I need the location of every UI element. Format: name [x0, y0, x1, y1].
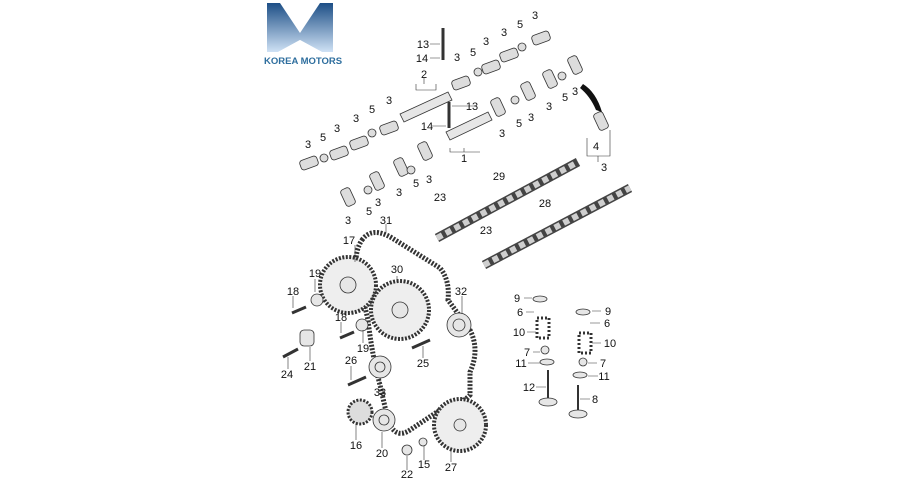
callout-8: 8: [592, 394, 598, 406]
callout-11: 11: [598, 371, 609, 383]
callout-22: 22: [401, 469, 413, 481]
callout-3: 3: [353, 113, 359, 125]
callout-3: 3: [528, 112, 534, 124]
callout-6: 6: [604, 318, 610, 330]
callout-1: 1: [461, 153, 467, 165]
callout-15: 15: [418, 459, 430, 471]
callout-11: 11: [515, 358, 526, 370]
callout-3: 3: [375, 197, 381, 209]
rocker-shafts: [399, 91, 493, 141]
callout-5: 5: [320, 132, 326, 144]
callout-28: 28: [539, 198, 551, 210]
callout-18: 18: [287, 286, 299, 298]
callout-14: 14: [416, 53, 428, 65]
callout-26: 26: [345, 355, 357, 367]
callout-5: 5: [562, 92, 568, 104]
callout-3: 3: [501, 27, 507, 39]
callout-4: 4: [593, 141, 599, 153]
callout-14: 14: [421, 121, 433, 133]
callout-16: 16: [350, 440, 362, 452]
rocker-arms: [299, 30, 609, 207]
callout-3: 3: [601, 162, 607, 174]
callout-32: 32: [455, 286, 467, 298]
callout-21: 21: [304, 361, 316, 373]
camshafts: [434, 158, 633, 269]
callout-3: 3: [334, 123, 340, 135]
callout-10: 10: [513, 327, 525, 339]
callout-30: 30: [391, 264, 403, 276]
callout-6: 6: [517, 307, 523, 319]
leader-lines: [287, 43, 611, 470]
callout-18: 18: [335, 312, 347, 324]
valves: [532, 295, 593, 419]
callout-17: 17: [343, 235, 355, 247]
callout-19: 19: [309, 268, 321, 280]
callout-24: 24: [281, 369, 293, 381]
callout-25: 25: [417, 358, 429, 370]
callout-9: 9: [605, 306, 611, 318]
callout-5: 5: [369, 104, 375, 116]
callout-7: 7: [600, 358, 606, 370]
callout-3: 3: [532, 10, 538, 22]
pulleys: [299, 255, 488, 456]
callout-5: 5: [470, 47, 476, 59]
callout-29: 29: [493, 171, 505, 183]
callout-27: 27: [445, 462, 457, 474]
callout-31: 31: [380, 215, 392, 227]
callout-19: 19: [357, 343, 369, 355]
bolts: [282, 28, 451, 387]
callout-3: 3: [386, 95, 392, 107]
callout-10: 10: [604, 338, 616, 350]
callout-12: 12: [523, 382, 535, 394]
callout-3: 3: [499, 128, 505, 140]
callout-23: 23: [480, 225, 492, 237]
callout-33: 33: [374, 387, 386, 399]
callout-13: 13: [417, 39, 429, 51]
callout-3: 3: [396, 187, 402, 199]
callout-2: 2: [421, 69, 427, 81]
callout-5: 5: [517, 19, 523, 31]
callout-7: 7: [524, 347, 530, 359]
callout-3: 3: [345, 215, 351, 227]
callout-labels: 13 14 2 3 5 3 3 5 3 13 14 1 3 5 3 3 5 3 …: [281, 10, 616, 481]
callout-3: 3: [572, 86, 578, 98]
callout-3: 3: [454, 52, 460, 64]
callout-3: 3: [483, 36, 489, 48]
callout-3: 3: [305, 139, 311, 151]
callout-5: 5: [366, 206, 372, 218]
callout-20: 20: [376, 448, 388, 460]
callout-9: 9: [514, 293, 520, 305]
callout-13: 13: [466, 101, 478, 113]
callout-5: 5: [413, 178, 419, 190]
callout-23: 23: [434, 192, 446, 204]
logo-text: KOREA MOTORS: [264, 56, 342, 67]
korea-motors-logo: KOREA MOTORS: [264, 3, 342, 67]
detail-arrow-icon: [580, 84, 602, 112]
callout-5: 5: [516, 118, 522, 130]
callout-3: 3: [426, 174, 432, 186]
callout-3: 3: [546, 101, 552, 113]
